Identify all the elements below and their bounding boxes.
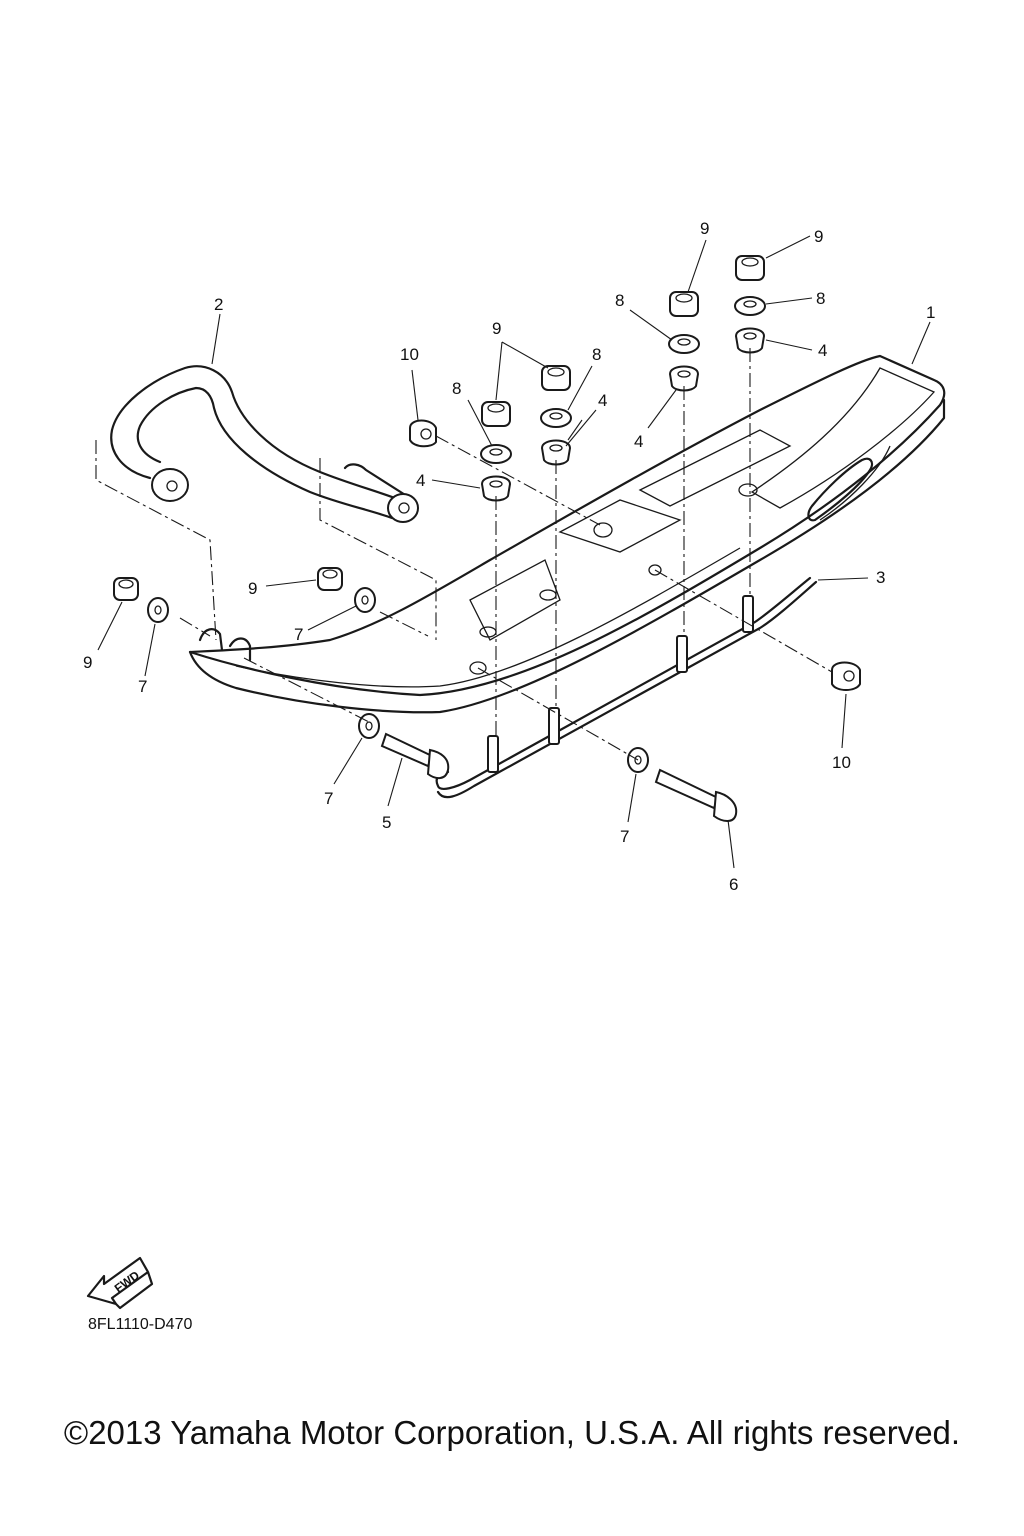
callout-9: 9 — [814, 227, 823, 246]
washers-7 — [147, 587, 649, 773]
callout-4: 4 — [416, 471, 425, 490]
callout-7: 7 — [620, 827, 629, 846]
callout-9: 9 — [248, 579, 257, 598]
ski-handle — [110, 365, 419, 523]
callout-9: 9 — [492, 319, 501, 338]
callout-5: 5 — [382, 813, 391, 832]
bolt-5 — [380, 732, 450, 780]
caps-10 — [409, 419, 861, 691]
leader-lines — [97, 235, 931, 869]
washers-8 — [480, 296, 766, 464]
callout-10: 10 — [832, 753, 851, 772]
callout-7: 7 — [324, 789, 333, 808]
forward-arrow-icon: FWD — [86, 1256, 154, 1310]
callout-4: 4 — [598, 391, 607, 410]
callout-4: 4 — [818, 341, 827, 360]
bolt-6 — [654, 768, 738, 822]
callout-labels: 1 2 3 4 4 4 4 5 6 7 7 7 7 8 8 8 8 9 9 9 … — [83, 219, 935, 894]
callout-4: 4 — [634, 432, 643, 451]
alignment-lines — [95, 348, 833, 761]
callout-7: 7 — [294, 625, 303, 644]
callout-8: 8 — [452, 379, 461, 398]
callout-6: 6 — [729, 875, 738, 894]
callout-9: 9 — [83, 653, 92, 672]
callout-9: 9 — [700, 219, 709, 238]
callout-8: 8 — [592, 345, 601, 364]
callout-1: 1 — [926, 303, 935, 322]
nuts-9 — [113, 255, 765, 601]
drawing-code: 8FL1110-D470 — [88, 1316, 193, 1333]
callout-2: 2 — [214, 295, 223, 314]
callout-7: 7 — [138, 677, 147, 696]
callout-8: 8 — [615, 291, 624, 310]
callout-3: 3 — [876, 568, 885, 587]
callout-8: 8 — [816, 289, 825, 308]
ski-body — [188, 354, 946, 714]
copyright-notice: ©2013 Yamaha Motor Corporation, U.S.A. A… — [63, 1414, 961, 1451]
bushings-4 — [480, 327, 766, 502]
callout-10: 10 — [400, 345, 419, 364]
runner-bar — [435, 576, 818, 799]
